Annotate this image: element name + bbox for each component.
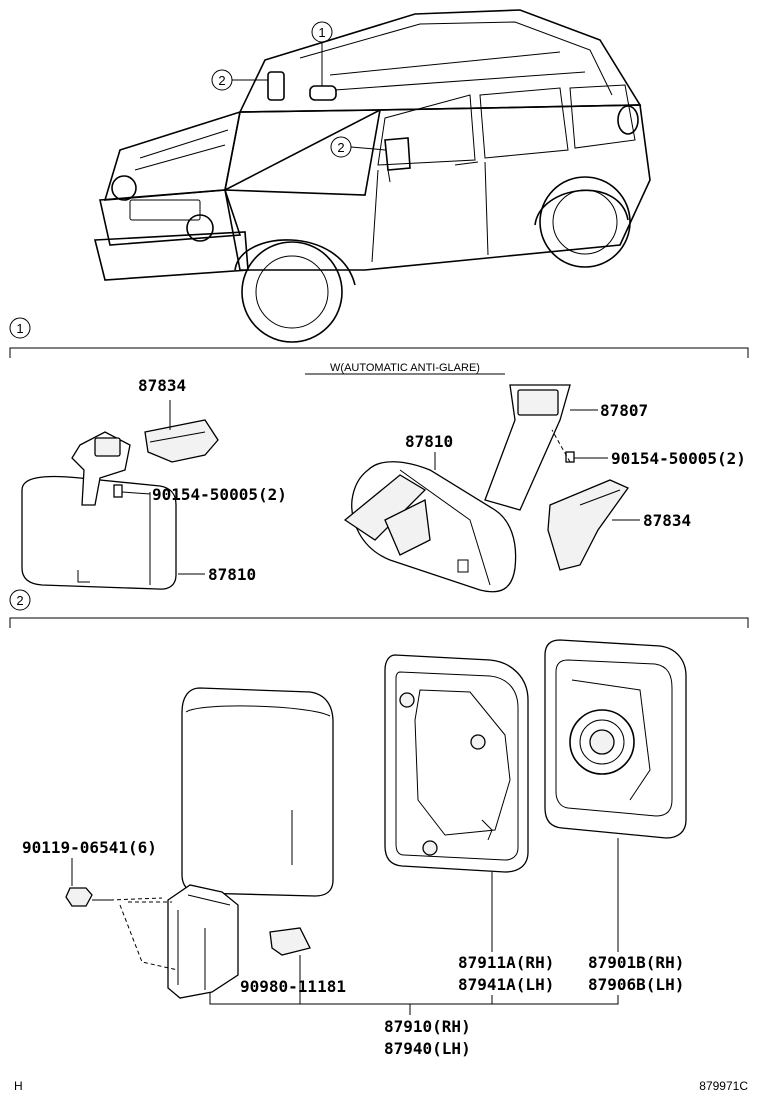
part-87810-left: 87810 bbox=[208, 565, 256, 584]
part-87807: 87807 bbox=[600, 401, 648, 420]
callout-1-vehicle-label: 1 bbox=[318, 25, 325, 40]
part-87911a: 87911A(RH) bbox=[458, 953, 554, 972]
part-87834-right: 87834 bbox=[643, 511, 691, 530]
part-87941a: 87941A(LH) bbox=[458, 975, 554, 994]
inner-mirror-auto bbox=[343, 384, 640, 593]
outer-mirror-assembly bbox=[65, 687, 334, 999]
mirror-glass bbox=[384, 654, 529, 952]
section-1-number: 1 bbox=[16, 321, 23, 336]
section-1-bracket bbox=[9, 347, 749, 358]
mirror-holder bbox=[544, 639, 687, 952]
inner-mirror-standard bbox=[21, 400, 219, 590]
section-1: 1 W(AUTOMATIC ANTI-GLARE) 87834 90154-50… bbox=[9, 317, 749, 593]
footer-left: H bbox=[14, 1079, 23, 1093]
section-1-marker bbox=[9, 317, 31, 339]
section-2-marker bbox=[9, 589, 31, 611]
part-87906b: 87906B(LH) bbox=[588, 975, 684, 994]
section-2-number: 2 bbox=[16, 593, 23, 608]
part-87940: 87940(LH) bbox=[384, 1039, 471, 1058]
callout-2-left-label: 2 bbox=[218, 73, 225, 88]
section-2-bracket bbox=[9, 617, 749, 628]
part-90154-right: 90154-50005(2) bbox=[611, 449, 746, 468]
part-87910: 87910(RH) bbox=[384, 1017, 471, 1036]
footer-drawing-id: 879971C bbox=[699, 1079, 748, 1093]
section-1-caption: W(AUTOMATIC ANTI-GLARE) bbox=[330, 362, 480, 374]
part-90154-left: 90154-50005(2) bbox=[152, 485, 287, 504]
section-2: 2 bbox=[9, 589, 749, 1058]
callout-2-right-label: 2 bbox=[337, 140, 344, 155]
part-90980: 90980-11181 bbox=[240, 977, 346, 996]
part-90119: 90119-06541(6) bbox=[22, 838, 157, 857]
part-87810-right: 87810 bbox=[405, 432, 453, 451]
part-87901b: 87901B(RH) bbox=[588, 953, 684, 972]
vehicle-illustration: 1 2 2 bbox=[93, 9, 651, 343]
part-87834-left: 87834 bbox=[138, 376, 186, 395]
